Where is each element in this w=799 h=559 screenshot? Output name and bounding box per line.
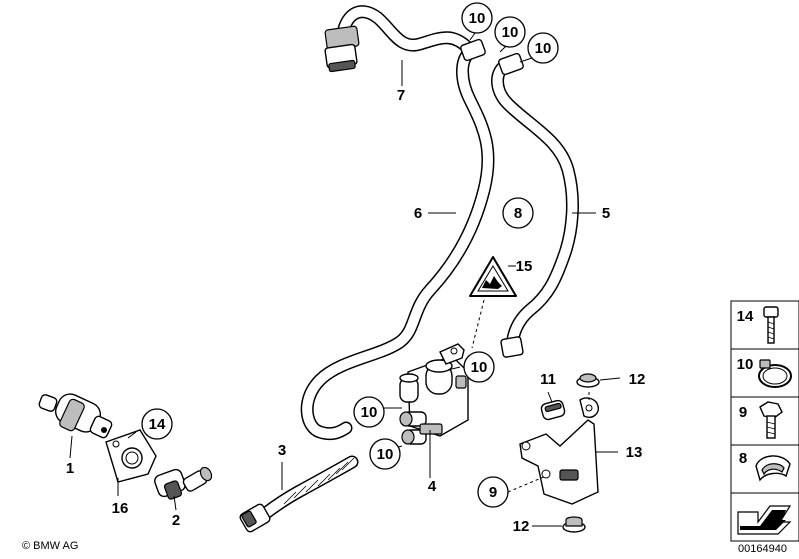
- callout-12-a: 12: [629, 371, 646, 388]
- callout-16-label: 16: [112, 500, 129, 517]
- callout-1: 1: [66, 460, 74, 477]
- callout-9-label: 9: [489, 484, 497, 501]
- copyright-text: © BMW AG: [22, 540, 79, 552]
- legend-item-14: 14: [730, 300, 799, 350]
- hose-clamp-icon: [758, 359, 792, 388]
- callout-6-label: 6: [414, 205, 422, 222]
- valve-4: [399, 343, 469, 445]
- legend-label-10: 10: [737, 356, 754, 373]
- bolt-icon: [763, 306, 779, 344]
- grommet-11: [540, 399, 566, 421]
- callout-10-b: 10: [494, 16, 526, 48]
- legend-label-8: 8: [739, 450, 747, 467]
- warning-label-15: [469, 256, 517, 349]
- callout-7-label: 7: [397, 87, 405, 104]
- callout-8-label: 8: [514, 205, 522, 222]
- hose-7: [324, 5, 475, 73]
- callout-4-label: 4: [428, 478, 437, 495]
- callout-3: 3: [278, 442, 286, 459]
- legend: 14 10 9: [730, 300, 799, 542]
- callout-15-label: 15: [516, 258, 533, 275]
- diagram-code: 00164940: [738, 543, 787, 555]
- callout-5: 5: [602, 205, 610, 222]
- callout-10-c: 10: [527, 32, 559, 64]
- callout-13: 13: [626, 444, 643, 461]
- callout-12-a-label: 12: [629, 371, 646, 388]
- callout-10-d: 10: [463, 351, 495, 383]
- callout-10-a-label: 10: [469, 10, 486, 27]
- legend-item-8: 8: [730, 444, 799, 494]
- callout-10-e: 10: [353, 396, 385, 428]
- callout-3-label: 3: [278, 442, 286, 459]
- callout-10-d-label: 10: [471, 359, 488, 376]
- callout-6: 6: [414, 205, 422, 222]
- hex-bolt-icon: [759, 401, 783, 439]
- callout-14: 14: [141, 408, 173, 440]
- callout-16: 16: [112, 500, 129, 517]
- callout-1-label: 1: [66, 460, 74, 477]
- callout-11: 11: [540, 371, 556, 388]
- callout-10-f: 10: [369, 438, 401, 470]
- callout-13-label: 13: [626, 444, 643, 461]
- legend-label-9: 9: [739, 404, 747, 421]
- legend-item-10: 10: [730, 348, 799, 398]
- flange-16: [105, 429, 157, 483]
- callout-2-label: 2: [172, 512, 180, 529]
- hose-3: [239, 455, 359, 533]
- callout-10-c-label: 10: [535, 40, 552, 57]
- callout-11-label: 11: [540, 371, 556, 388]
- pump-1: [38, 393, 113, 439]
- callout-8: 8: [502, 197, 534, 229]
- warning-arrow-icon: [737, 505, 792, 535]
- sensor-2: [154, 466, 213, 500]
- hose-5: [491, 52, 579, 358]
- callout-15: 15: [508, 258, 532, 275]
- nut-12-bottom: [562, 516, 586, 533]
- nut-12-top: [576, 373, 600, 388]
- callout-12-b-label: 12: [513, 518, 530, 535]
- callout-10-f-label: 10: [377, 446, 394, 463]
- callout-5-label: 5: [602, 205, 610, 222]
- callout-7: 7: [397, 87, 405, 104]
- callout-4: 4: [428, 478, 437, 495]
- legend-item-arrow: [730, 492, 799, 542]
- callout-14-label: 14: [149, 416, 166, 433]
- hose-6: [300, 38, 495, 441]
- callout-2: 2: [172, 512, 180, 529]
- callout-10-b-label: 10: [502, 24, 519, 41]
- legend-label-14: 14: [737, 308, 754, 325]
- bracket-13: [519, 392, 599, 505]
- clip-icon: [755, 455, 791, 482]
- callout-10-e-label: 10: [361, 404, 378, 421]
- callout-9: 9: [477, 476, 509, 508]
- legend-item-9: 9: [730, 396, 799, 446]
- callout-12-b: 12: [513, 518, 530, 535]
- callout-10-a: 10: [461, 2, 493, 34]
